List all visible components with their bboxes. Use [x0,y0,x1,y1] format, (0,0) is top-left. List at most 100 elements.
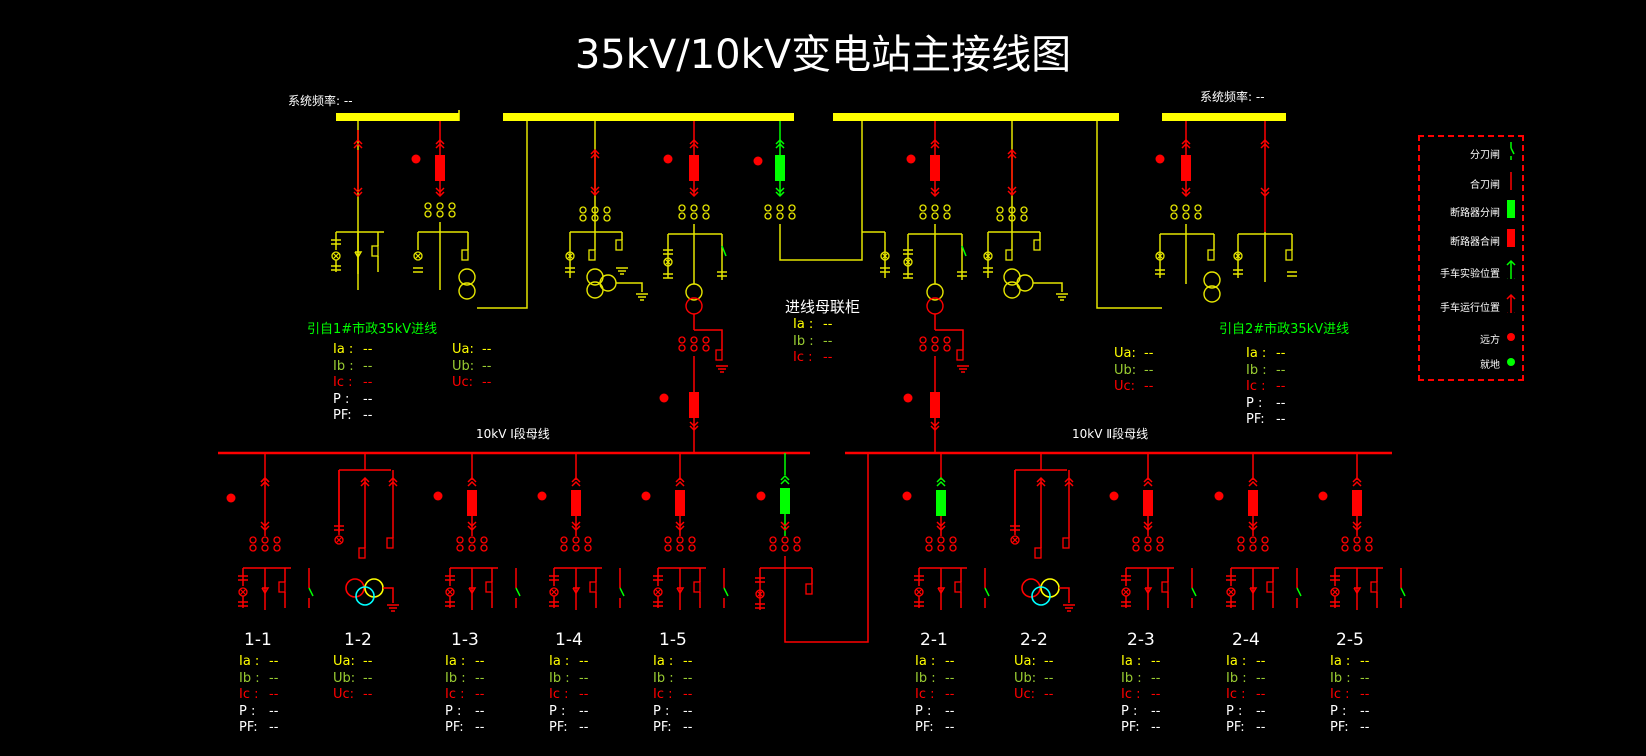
incoming1-voltage-measurements-key: Uc: [452,375,474,390]
arrester-icon [755,589,765,599]
feeder-measurement-row: PF:-- [653,720,692,737]
legend-row: 断路器分闸 [1420,200,1522,220]
switch-open-icon [308,587,314,597]
feeder-cabinet-1-4 [537,453,625,610]
incoming2-current-measurements-row: P :-- [1246,396,1285,413]
ct-icon [603,206,611,214]
feeder-id-label: 2-4 [1232,630,1260,650]
ct-icon [560,536,568,544]
status-dot-icon [226,493,236,503]
arrester-icon [756,590,764,598]
feeder-measurement-row: PF:-- [1121,720,1160,737]
breaker-icon [1181,155,1191,181]
feeder-measurement-row: P :-- [1121,704,1160,721]
breaker-icon [780,488,790,514]
feeder-id-label: 2-2 [1020,630,1048,650]
transformer-icon [685,283,703,301]
cart-contact [353,142,363,149]
feeder-measurement-row: Ib : -- [1226,671,1265,688]
feeder-measurement-value: -- [1360,703,1370,719]
cart-contact [936,480,946,487]
feeder-cabinet-2-1 [902,453,990,610]
feeder-measurement-key: Uc: [333,687,355,702]
ct-icon [1237,544,1245,552]
ct-icon [688,544,696,552]
incoming1-current-measurements-value: -- [363,391,373,407]
ct-icon [664,536,672,544]
incoming2-voltage-measurements-key: Uc: [1114,379,1136,394]
ct-icon [776,204,784,212]
feeder-measurement-value: -- [945,703,955,719]
feeder-measurement-row: Ua:-- [333,654,372,671]
cart-contact [775,142,785,149]
ct-icon [456,536,464,544]
feeder-measurement-row: Ia :-- [445,654,484,671]
feeder-measurement-key: Ib : [1226,670,1247,686]
feeder-measurement-key: Ia : [239,654,260,669]
feeder-measurement-key: Ia : [445,654,466,669]
fuse-icon [805,583,813,595]
cart-contact [675,480,685,487]
feeder-measurement-row: Ua:-- [1014,654,1053,671]
feeder-id-label: 1-3 [451,630,479,650]
feeder-id-label: 2-5 [1336,630,1364,650]
status-dot-icon [1318,491,1328,501]
ct-icon [702,212,710,220]
fuse-icon [1062,537,1070,549]
feeder-measurement-value: -- [1256,670,1266,686]
ct-icon [931,344,939,352]
local-dot-icon-part [1507,358,1515,366]
switch-open-icon [723,587,729,597]
incoming1-current-measurements-value: -- [363,375,373,390]
feeder-measurement-value: -- [683,654,693,669]
breaker-icon [675,490,685,516]
ct-icon [261,536,269,544]
incoming1-current-measurements-row: P :-- [333,392,372,409]
main-transformer-2 [903,121,969,452]
status-dot-icon [1214,491,1224,501]
incoming2-current-measurements-value: -- [1276,346,1286,361]
feeder-measurement-row: P :-- [653,704,692,721]
ct-icon [678,336,686,344]
fuse-icon [715,349,723,361]
feeder-measurement-row: Ib :-- [1330,671,1369,688]
incoming1-current-measurements-row: Ib :-- [333,359,372,376]
feeder-measurement-key: Ia : [915,654,936,669]
ct-icon [764,212,772,220]
ct-icon [937,544,945,552]
status-dot-icon [433,491,443,501]
ct-icon [1249,544,1257,552]
feeder-measurement-key: Ib : [915,670,936,686]
arrester-icon [1227,588,1235,596]
load-arrow-icon [261,587,270,595]
incoming1-current-measurements-key: PF: [333,408,352,423]
legend-label: 断路器分闸 [1450,208,1500,219]
cart-contact [675,476,685,483]
breaker-icon [930,392,940,418]
ct-icon [468,544,476,552]
arrester-icon [414,252,422,260]
feeder-measurement-value: -- [363,654,373,669]
feeder-measurement-key: Ib : [445,670,466,686]
ct-icon [943,212,951,220]
ct-icon [931,204,939,212]
pt-icon [1203,285,1221,303]
bus-tie-measurements-row: Ic :-- [793,350,832,367]
cart-contact [675,521,685,528]
ct-icon [1170,204,1178,212]
ct-icon [480,536,488,544]
feeder-id-label: 2-1 [920,630,948,650]
feeder-measurement-row: P :-- [1226,704,1265,721]
switch-open-icon-part [1510,147,1515,155]
feeder-measurement-value: -- [1360,720,1370,735]
cart-contact [571,480,581,487]
feeder-measurement-key: P : [239,703,256,719]
feeder-measurement-key: PF: [239,720,258,735]
breaker-icon [467,490,477,516]
ct-icon [1194,204,1202,212]
feeder-measurement-row: Ub:-- [333,671,372,688]
incoming2-voltage-measurements-row: Ua:-- [1114,346,1153,363]
cart-contact [1260,187,1270,194]
feeder-measurement-key: Ua: [1014,654,1036,669]
ct-icon [1182,212,1190,220]
